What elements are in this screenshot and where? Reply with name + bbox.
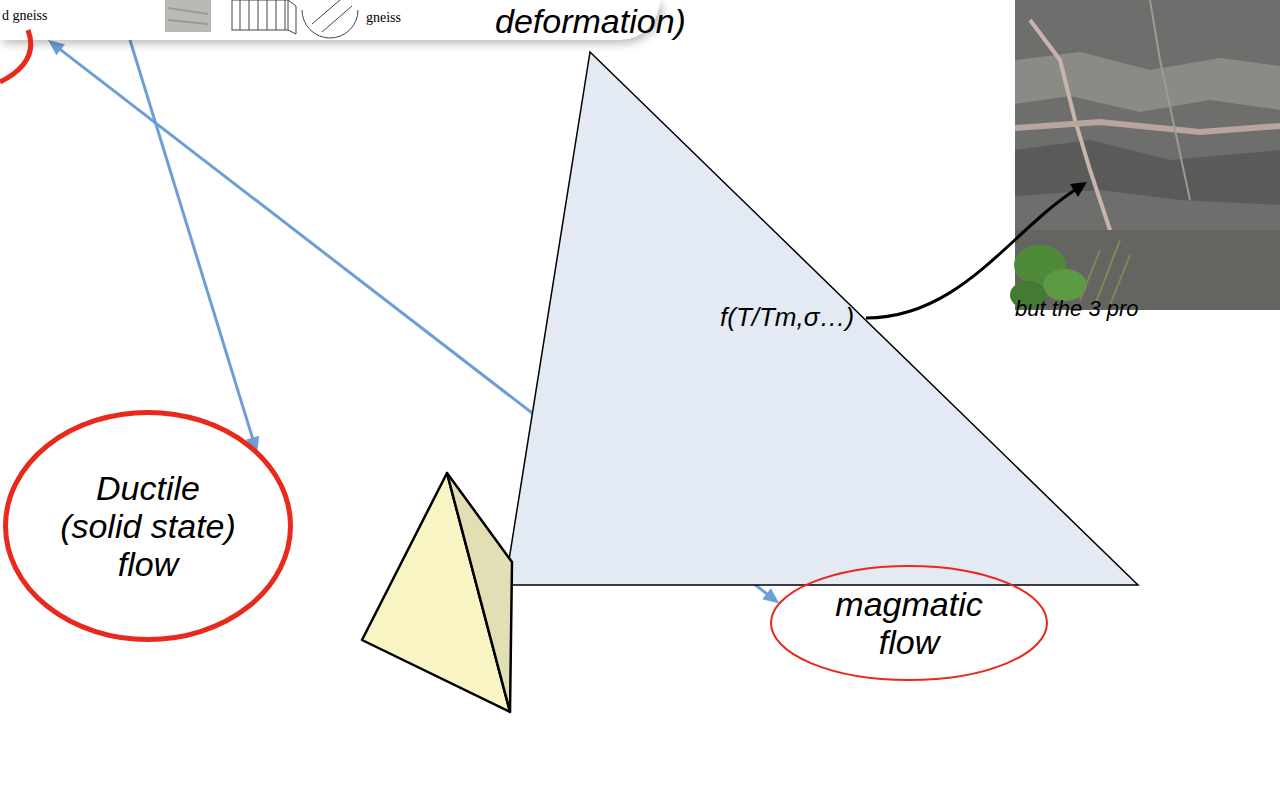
note-text: but the 3 pro <box>1015 296 1139 322</box>
panel-illustration <box>0 0 358 82</box>
panel-caption: gneiss <box>366 10 401 26</box>
label-slot: but the 3 pro <box>1015 296 1139 322</box>
panel-caption: d gneiss <box>2 8 48 24</box>
text-slot: gneiss <box>366 10 401 26</box>
arrow-head <box>48 40 65 55</box>
pyramid-symbol <box>362 473 512 712</box>
rock-photo <box>1010 0 1280 310</box>
ellipse-label: Ductile (solid state) flow <box>53 469 243 583</box>
shape-outline <box>350 45 1140 715</box>
connector-arrow <box>130 40 259 453</box>
axis-label: deformation) <box>495 2 686 41</box>
connector-line <box>130 40 254 442</box>
text-slot: d gneiss <box>2 8 48 24</box>
ellipse-outline <box>6 413 291 640</box>
ductile-ellipse: Ductile (solid state) flow <box>3 410 293 642</box>
ellipse-content: Ductile (solid state) flow <box>3 410 293 642</box>
ellipse-label: magmatic flow <box>829 585 989 661</box>
triangle-outline <box>505 52 1138 585</box>
magmatic-ellipse: magmatic flow <box>770 565 1048 681</box>
ellipse-content: magmatic flow <box>770 565 1048 681</box>
text-slot: f(T/Tm,σ…) <box>720 303 854 333</box>
label-slot: deformation) <box>495 2 686 41</box>
deformation-triangle: f(T/Tm,σ…) <box>350 45 1140 715</box>
arrow-head <box>762 588 779 603</box>
function-label: f(T/Tm,σ…) <box>720 303 854 333</box>
ellipse-outline <box>771 566 1047 680</box>
